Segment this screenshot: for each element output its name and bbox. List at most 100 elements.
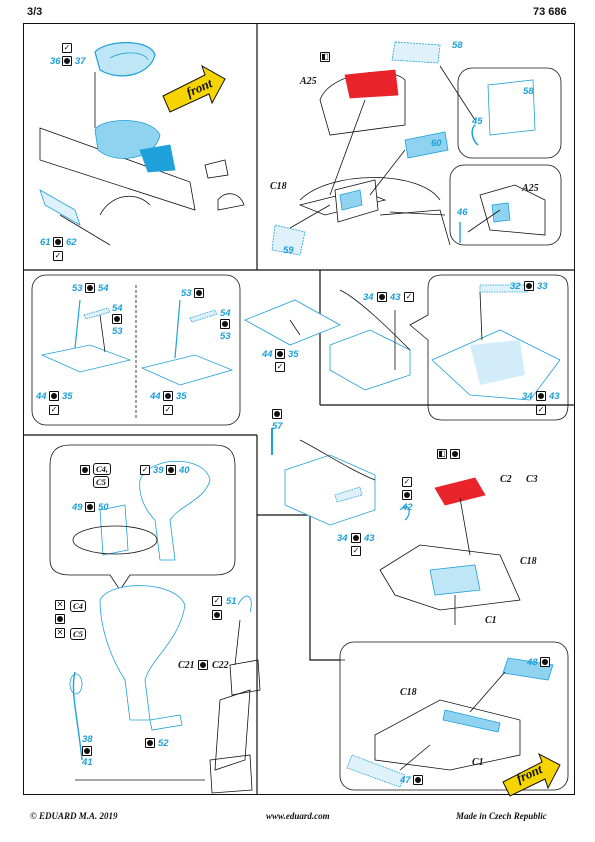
part-54-c: 54 xyxy=(220,308,231,319)
photo-etch-icon xyxy=(55,614,65,624)
footer-copyright: © EDUARD M.A. 2019 xyxy=(30,811,118,821)
instruction-frame xyxy=(23,23,575,795)
top-left-diagram xyxy=(39,42,245,246)
bend-icon: ✓ xyxy=(53,251,63,261)
part-34-a: 34 xyxy=(363,292,374,303)
badge-c4: C4 xyxy=(70,600,86,612)
bend-icon: ✓ xyxy=(404,292,414,302)
part-57: 57 xyxy=(272,421,283,432)
photo-etch-icon xyxy=(163,391,173,401)
lower-left-diagram xyxy=(49,444,261,794)
photo-etch-icon xyxy=(275,349,285,359)
part-53-b: 53 xyxy=(112,326,123,337)
photo-etch-icon xyxy=(49,391,59,401)
photo-etch-icon xyxy=(85,502,95,512)
photo-etch-icon xyxy=(212,610,222,620)
part-54-b: 54 xyxy=(112,303,123,314)
label-c22: C22 xyxy=(212,660,229,671)
part-32: 32 xyxy=(510,281,521,292)
part-34-c: 34 xyxy=(337,533,348,544)
bend-icon: ✓ xyxy=(275,362,285,372)
label-c21: C21 xyxy=(178,660,195,671)
bend-icon: ✓ xyxy=(62,43,72,53)
lower-right-upper-diagram xyxy=(271,428,569,791)
bend-icon: ✓ xyxy=(163,405,173,415)
part-60: 60 xyxy=(431,138,442,149)
part-59: 59 xyxy=(283,245,294,256)
photo-etch-icon xyxy=(272,409,282,419)
part-43-b: 43 xyxy=(549,391,560,402)
part-54-a: 54 xyxy=(98,283,109,294)
photo-etch-icon xyxy=(80,465,90,475)
part-58-inset: 58 xyxy=(523,86,534,97)
part-43-a: 43 xyxy=(390,292,401,303)
part-44-b: 44 xyxy=(150,391,161,402)
part-38: 38 xyxy=(82,734,93,745)
label-c3: C3 xyxy=(526,474,538,485)
photo-etch-icon xyxy=(450,449,460,459)
part-35-a: 35 xyxy=(62,391,73,402)
photo-etch-icon xyxy=(145,738,155,748)
part-46: 46 xyxy=(457,207,468,218)
part-39: 39 xyxy=(153,465,164,476)
bend-icon: ✓ xyxy=(536,405,546,415)
photo-etch-icon xyxy=(62,56,72,66)
top-right-diagram xyxy=(271,41,562,256)
part-44-c: 44 xyxy=(262,349,273,360)
footer-website[interactable]: www.eduard.com xyxy=(266,811,330,821)
photo-etch-icon xyxy=(194,288,204,298)
photo-etch-icon xyxy=(112,314,122,324)
part-37: 37 xyxy=(75,56,86,67)
label-c18-bottom: C18 xyxy=(400,687,417,698)
part-53-a: 53 xyxy=(72,283,83,294)
bend-icon: ✓ xyxy=(402,477,412,487)
part-35-c: 35 xyxy=(288,349,299,360)
bend-icon: ✓ xyxy=(351,546,361,556)
photo-etch-icon xyxy=(85,283,95,293)
photo-etch-icon xyxy=(413,775,423,785)
badge-c5b: C5 xyxy=(93,476,109,488)
photo-etch-icon xyxy=(166,465,176,475)
photo-etch-icon xyxy=(524,281,534,291)
label-c18-top: C18 xyxy=(270,181,287,192)
label-c1-bottom: C1 xyxy=(472,757,484,768)
photo-etch-icon xyxy=(220,319,230,329)
photo-etch-icon xyxy=(53,237,63,247)
part-33: 33 xyxy=(537,281,548,292)
part-53-d: 53 xyxy=(220,331,231,342)
part-52: 52 xyxy=(158,738,169,749)
photo-etch-icon xyxy=(82,746,92,756)
part-50: 50 xyxy=(98,502,109,513)
part-43-c: 43 xyxy=(364,533,375,544)
part-40: 40 xyxy=(179,465,190,476)
part-47: 47 xyxy=(400,775,411,786)
part-49: 49 xyxy=(72,502,83,513)
bend-icon: ✓ xyxy=(49,405,59,415)
part-42: 42 xyxy=(402,502,413,513)
badge-c5: C5 xyxy=(70,628,86,640)
photo-etch-icon xyxy=(351,533,361,543)
photo-etch-icon xyxy=(198,660,208,670)
badge-c4c5: C4, xyxy=(93,463,112,475)
label-a25-top: A25 xyxy=(300,76,317,87)
photo-etch-icon xyxy=(540,657,550,667)
bend-icon: ✓ xyxy=(212,596,222,606)
part-35-b: 35 xyxy=(176,391,187,402)
label-c2: C2 xyxy=(500,474,512,485)
photo-etch-icon xyxy=(402,490,412,500)
front-arrow-bottom xyxy=(502,752,561,797)
part-41: 41 xyxy=(82,757,93,768)
label-a25-inset: A25 xyxy=(522,183,539,194)
remove-icon: ✕ xyxy=(55,600,65,610)
part-61: 61 xyxy=(40,237,51,248)
part-34-b: 34 xyxy=(522,391,533,402)
label-c18-mid: C18 xyxy=(520,556,537,567)
fold-icon: ◧ xyxy=(320,52,330,62)
part-48: 48 xyxy=(527,657,538,668)
label-c1-mid: C1 xyxy=(485,615,497,626)
part-51: 51 xyxy=(226,596,237,607)
middle-band-diagram xyxy=(31,274,569,426)
part-44-a: 44 xyxy=(36,391,47,402)
page-number: 3/3 xyxy=(27,6,43,18)
